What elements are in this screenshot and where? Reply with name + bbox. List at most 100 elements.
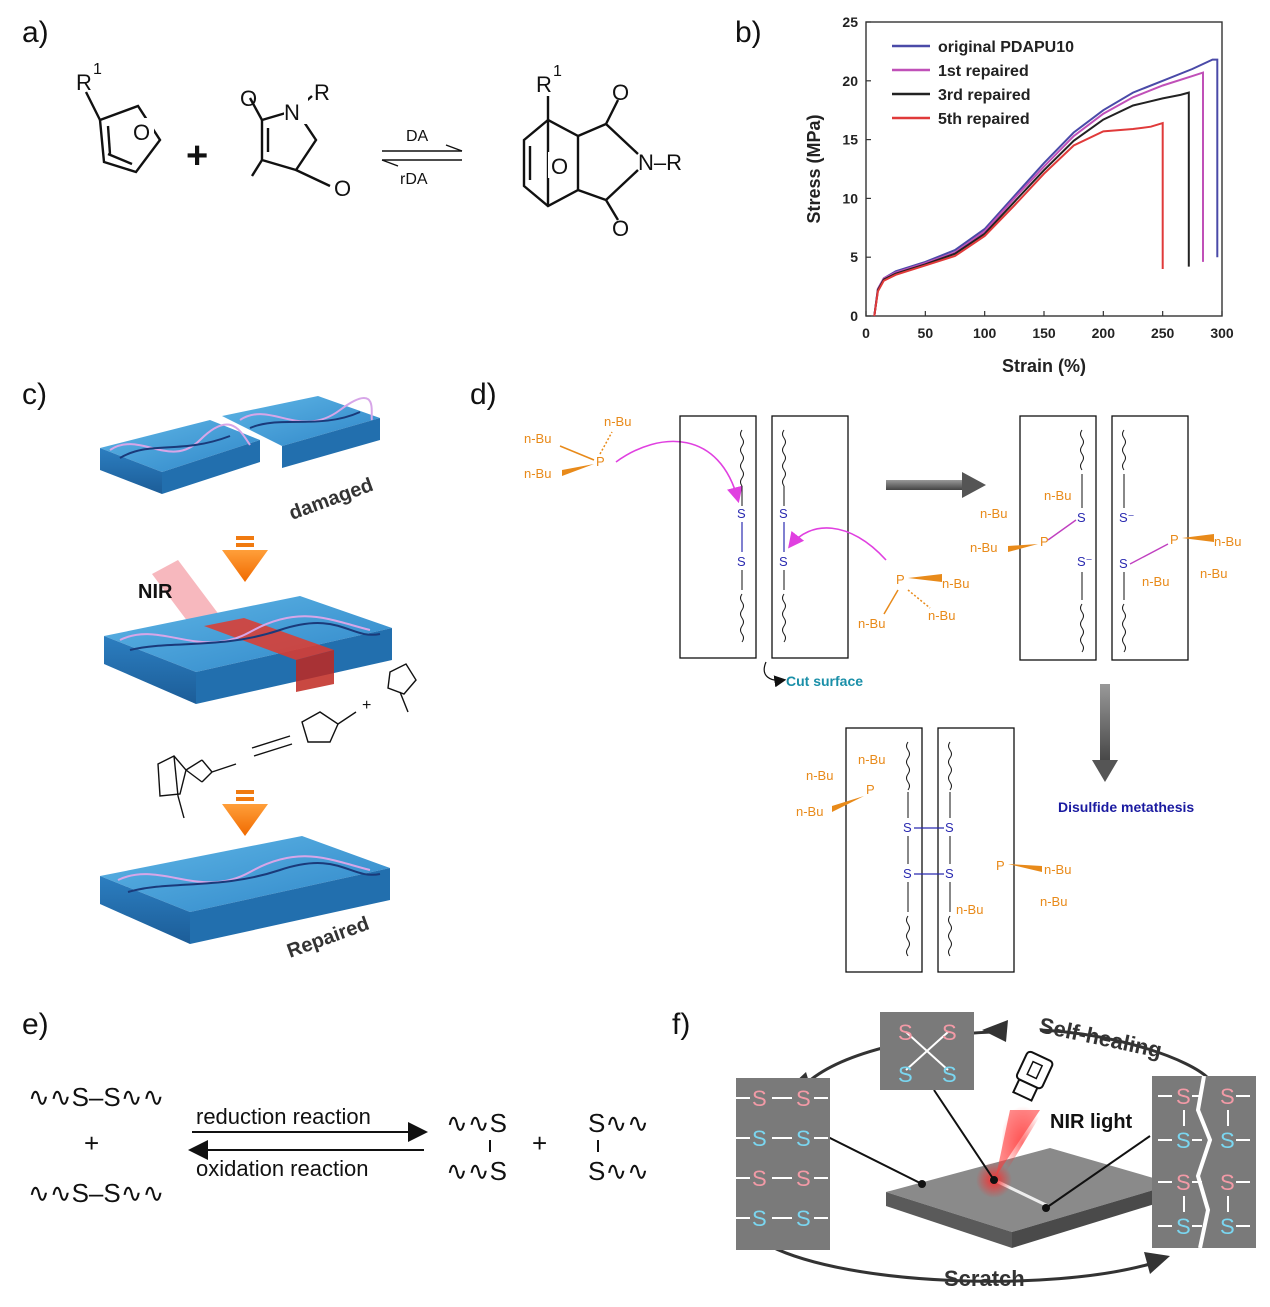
panel-f-label: f) (672, 1008, 690, 1041)
maleimide-oxygen-top: O (240, 86, 257, 111)
da-mini-equilibrium: + (157, 663, 417, 819)
series-line-3 (873, 91, 1190, 317)
sulfur-atom: S (796, 1206, 811, 1231)
maleimide-nitrogen: N (284, 100, 300, 125)
maleimide-oxygen-bottom: O (334, 176, 351, 201)
sulfur-atom: S (1220, 1084, 1235, 1109)
sulfur-atom: S (1176, 1170, 1191, 1195)
svg-text:S: S (903, 866, 912, 881)
panel-d: d) n-Bu n-Bu n-Bu P S S S S (470, 378, 1241, 973)
svg-text:n-Bu: n-Bu (1044, 862, 1071, 877)
svg-text:S: S (903, 820, 912, 835)
y-tick-label: 5 (850, 249, 858, 265)
svg-text:S: S (942, 1062, 957, 1087)
svg-text:n-Bu: n-Bu (524, 431, 551, 446)
sulfur-atom: S (752, 1166, 767, 1191)
disulfide-metathesis-label: Disulfide metathesis (1058, 799, 1194, 815)
panel-c-label: c) (22, 378, 47, 411)
legend-entry-4: 5th repaired (938, 111, 1030, 128)
cut-surface-label: Cut surface (786, 673, 863, 689)
panel-c: c) damaged (22, 378, 417, 963)
sulfur-atom: S (752, 1126, 767, 1151)
x-tick-label: 0 (862, 325, 870, 341)
nir-light-label: NIR light (1050, 1111, 1133, 1133)
sulfur-atom: S (1176, 1214, 1191, 1239)
svg-text:n-Bu: n-Bu (1214, 534, 1241, 549)
series-line-2 (873, 71, 1204, 317)
furan-structure: O R 1 (76, 61, 162, 174)
y-tick-label: 10 (842, 190, 858, 206)
panel-d-label: d) (470, 378, 497, 411)
orange-arrow-2 (222, 790, 268, 836)
x-tick-label: 150 (1032, 325, 1056, 341)
svg-text:S: S (942, 1020, 957, 1045)
legend-entry-2: 1st repaired (938, 63, 1029, 80)
damaged-slab: damaged (100, 396, 380, 525)
y-tick-label: 15 (842, 132, 858, 148)
thiol-a-top: ∿∿S (446, 1108, 507, 1138)
x-axis-label: Strain (%) (1002, 356, 1086, 376)
thiol-b-top: S∿∿ (588, 1108, 649, 1138)
cut-boxes-intermediate: S S⁻ S⁻ S P n-Bu n-Bu n-Bu P n-Bu n-Bu n… (970, 415, 1241, 661)
svg-text:S⁻: S⁻ (1119, 510, 1135, 525)
furan-oxygen: O (133, 120, 150, 145)
panel-a: a) O R 1 + N O O R (22, 16, 682, 241)
svg-text:P: P (596, 454, 605, 469)
svg-text:P: P (1040, 534, 1049, 549)
svg-text:n-Bu: n-Bu (796, 804, 823, 819)
svg-text:n-Bu: n-Bu (806, 768, 833, 783)
panel-e: e) ∿∿S–S∿∿ + ∿∿S–S∿∿ reduction reaction … (22, 1008, 649, 1208)
furan-r-superscript: 1 (93, 61, 102, 78)
orange-arrow-1 (222, 536, 268, 582)
svg-text:n-Bu: n-Bu (970, 540, 997, 555)
x-tick-label: 50 (918, 325, 934, 341)
svg-text:n-Bu: n-Bu (524, 466, 551, 481)
svg-text:S: S (898, 1062, 913, 1087)
maleimide-structure: N O O R (240, 80, 351, 201)
da-adduct-structure: O R 1 O O N–R (522, 63, 682, 241)
furan-r-group: R (76, 70, 92, 95)
panel-a-label: a) (22, 16, 49, 49)
y-tick-label: 25 (842, 14, 858, 30)
svg-text:P: P (996, 858, 1005, 873)
svg-text:P: P (1170, 532, 1179, 547)
svg-text:n-Bu: n-Bu (928, 608, 955, 623)
svg-text:P: P (866, 782, 875, 797)
thiol-b-bottom: S∿∿ (588, 1156, 649, 1186)
cut-boxes-initial: S S S S Cut surface (679, 415, 863, 689)
svg-text:n-Bu: n-Bu (1142, 574, 1169, 589)
reduction-label: reduction reaction (196, 1104, 371, 1129)
svg-text:n-Bu: n-Bu (980, 506, 1007, 521)
disulfide-bottom-left: ∿∿S–S∿∿ (28, 1178, 164, 1208)
adduct-n-r: N–R (638, 150, 682, 175)
phosphine-1: n-Bu n-Bu n-Bu P (524, 414, 743, 504)
svg-text:P: P (896, 572, 905, 587)
adduct-r-superscript: 1 (553, 63, 562, 80)
damaged-label: damaged (286, 474, 376, 525)
sulfur-atom: S (752, 1086, 767, 1111)
svg-text:S: S (1077, 510, 1086, 525)
scratch-label: Scratch (944, 1266, 1025, 1291)
x-tick-label: 250 (1151, 325, 1175, 341)
svg-text:S: S (1119, 556, 1128, 571)
nir-label: NIR (138, 581, 173, 603)
flashlight-icon (1012, 1050, 1054, 1102)
svg-text:S: S (945, 820, 954, 835)
thiol-a-bottom: ∿∿S (446, 1156, 507, 1186)
y-axis-label: Stress (MPa) (804, 114, 824, 223)
bridge-oxygen: O (551, 154, 568, 179)
svg-text:S: S (945, 866, 954, 881)
equilibrium-arrows-a: DA rDA (381, 128, 463, 188)
svg-text:n-Bu: n-Bu (858, 616, 885, 631)
repaired-slab: Repaired (100, 836, 390, 963)
reaction-arrow-down: Disulfide metathesis (1058, 684, 1194, 815)
y-tick-label: 0 (850, 308, 858, 324)
svg-text:n-Bu: n-Bu (1044, 488, 1071, 503)
svg-text:n-Bu: n-Bu (942, 576, 969, 591)
sulfur-atom: S (796, 1126, 811, 1151)
da-label: DA (406, 128, 429, 145)
